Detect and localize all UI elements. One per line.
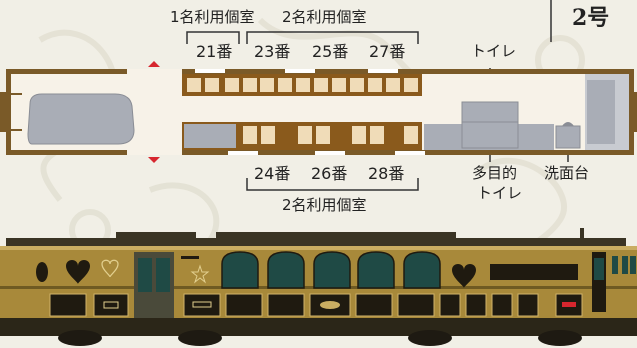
toilet-label: トイレ bbox=[471, 42, 517, 60]
left-coupler bbox=[0, 92, 12, 132]
room-24-label: 24番 bbox=[254, 164, 291, 183]
arched-window-3 bbox=[313, 251, 351, 289]
room-26-label: 26番 bbox=[311, 164, 348, 183]
wheel-rear-1 bbox=[408, 330, 452, 346]
lower-panel-2 bbox=[93, 293, 129, 317]
multipurpose-label-line1: 多目的 bbox=[472, 164, 518, 182]
wheel-rear-2 bbox=[538, 330, 582, 346]
washbasin-label: 洗面台 bbox=[544, 164, 590, 182]
emblem bbox=[320, 301, 340, 309]
door-top bbox=[127, 69, 182, 75]
room-27-label: 27番 bbox=[369, 42, 406, 61]
room-23-label: 23番 bbox=[254, 42, 291, 61]
room-25-label: 25番 bbox=[312, 42, 349, 61]
arched-window-1 bbox=[221, 251, 259, 289]
multipurpose-label-line2: トイレ bbox=[477, 184, 523, 202]
double-room-label-top: 2名利用個室 bbox=[282, 8, 367, 26]
heart-outline-icon bbox=[101, 259, 119, 278]
red-marker bbox=[562, 302, 576, 307]
lower-panel-9 bbox=[439, 293, 461, 317]
lower-panel-12 bbox=[517, 293, 539, 317]
arched-window-5 bbox=[403, 251, 441, 289]
lower-panel-5 bbox=[267, 293, 305, 317]
door-bottom bbox=[127, 149, 182, 155]
heart-window-icon bbox=[66, 260, 90, 284]
arched-window-4 bbox=[357, 251, 395, 289]
lower-panel-8 bbox=[397, 293, 435, 317]
lounge-seat bbox=[27, 93, 135, 145]
lower-panel-7 bbox=[355, 293, 393, 317]
lower-panel-10 bbox=[465, 293, 487, 317]
wheel-front-2 bbox=[178, 330, 222, 346]
roof bbox=[6, 238, 626, 246]
entry-arrow-top bbox=[148, 61, 160, 67]
undercarriage bbox=[0, 318, 637, 336]
oval-window-icon bbox=[36, 262, 48, 282]
long-window bbox=[490, 264, 578, 280]
double-room-bracket-bottom bbox=[246, 178, 419, 191]
heart-window-right-icon bbox=[452, 264, 476, 288]
double-room-bracket-top bbox=[246, 31, 419, 44]
single-room-bracket-top bbox=[186, 31, 240, 44]
lower-panel-3 bbox=[183, 293, 221, 317]
storage-area bbox=[184, 124, 236, 148]
double-room-label-bottom: 2名利用個室 bbox=[282, 196, 367, 214]
star-icon bbox=[190, 264, 210, 284]
entry-arrow-bottom bbox=[148, 157, 160, 163]
wheel-front-1 bbox=[58, 330, 102, 346]
lower-panel-1 bbox=[49, 293, 87, 317]
lower-panel-11 bbox=[491, 293, 513, 317]
car-number: 2号 bbox=[572, 5, 610, 31]
room-28-label: 28番 bbox=[368, 164, 405, 183]
single-room-label-top: 1名利用個室 bbox=[170, 8, 255, 26]
lower-panel-4 bbox=[225, 293, 263, 317]
right-coupler bbox=[629, 92, 637, 132]
room-21-label: 21番 bbox=[196, 42, 233, 61]
arched-window-2 bbox=[267, 251, 305, 289]
toilet-room bbox=[461, 101, 519, 149]
